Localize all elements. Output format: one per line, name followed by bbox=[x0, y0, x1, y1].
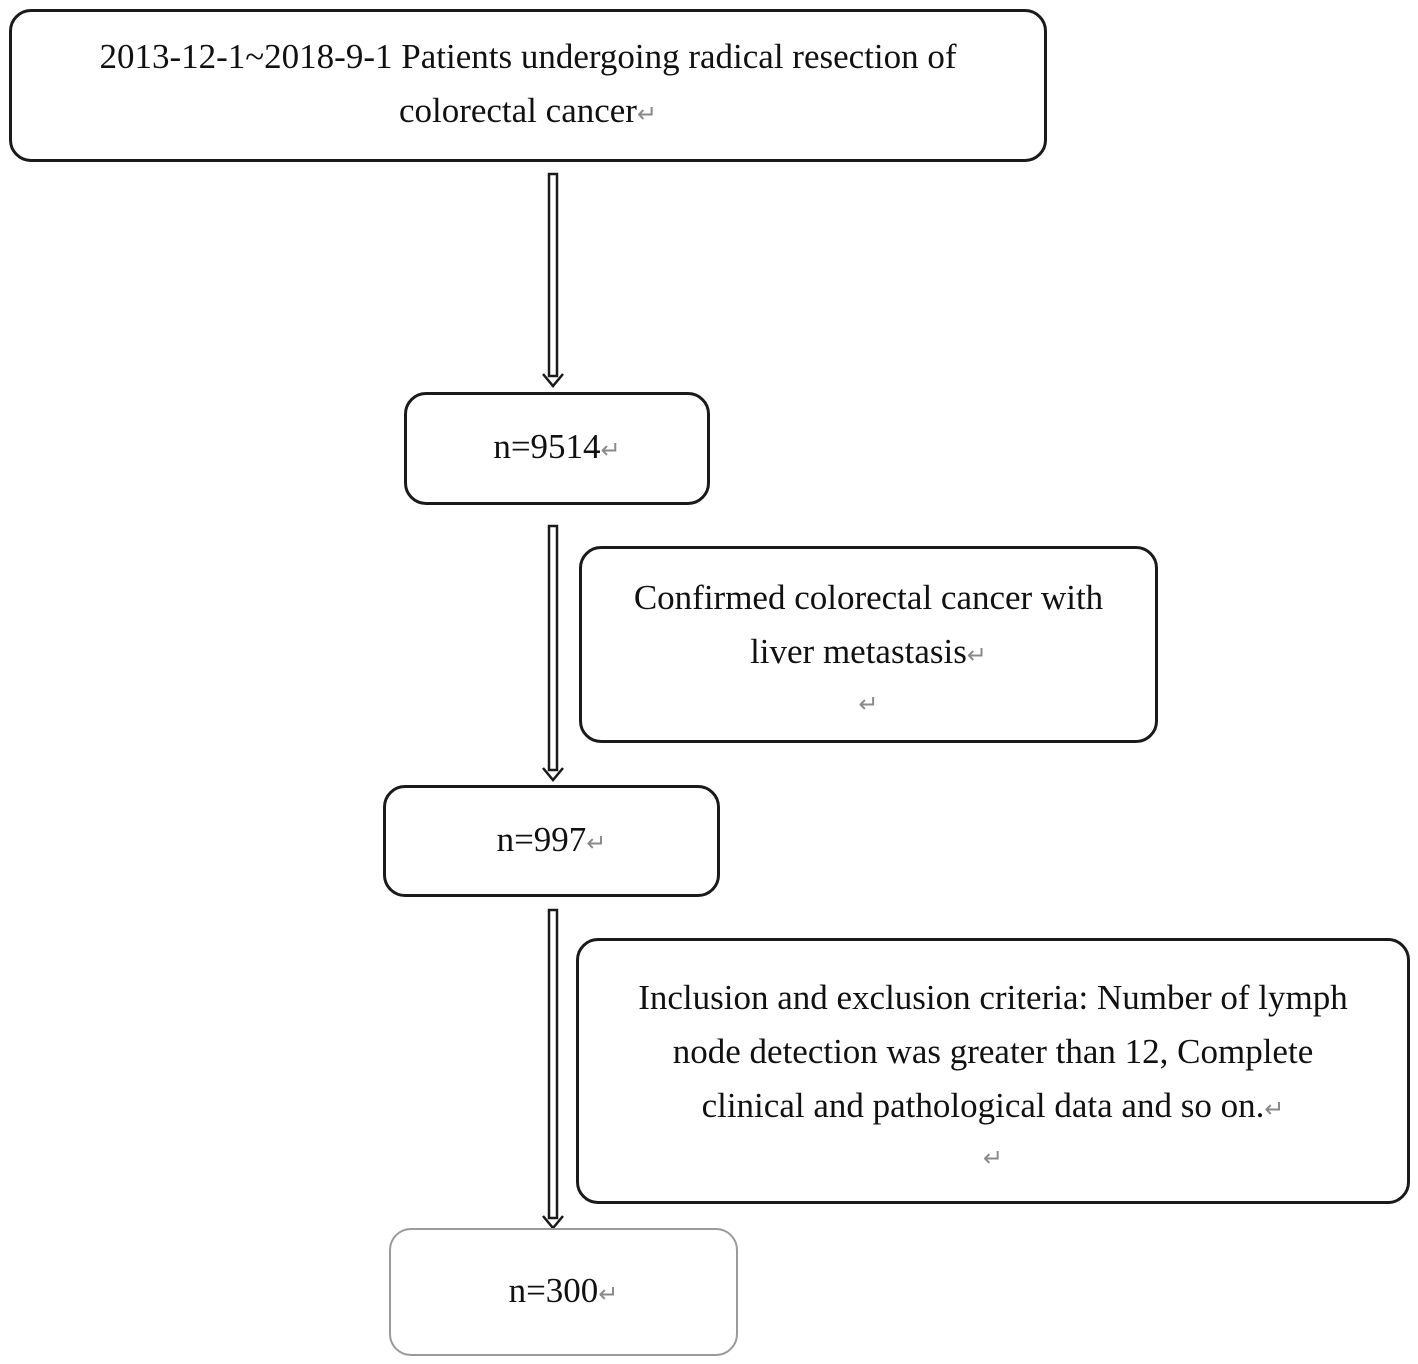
n997-count: n=997 bbox=[496, 819, 587, 859]
arrow-start-to-n9514 bbox=[542, 172, 564, 388]
paragraph-mark-icon: ↵ bbox=[598, 1279, 619, 1308]
paragraph-mark-icon: ↵ bbox=[586, 828, 607, 857]
filter2-line-3: clinical and pathological data and so on… bbox=[701, 1085, 1265, 1125]
n997-box: n=997↵ bbox=[383, 785, 720, 897]
filter1-line-2: liver metastasis bbox=[750, 632, 967, 671]
paragraph-mark-icon: ↵ bbox=[858, 690, 879, 718]
paragraph-mark-icon: ↵ bbox=[636, 100, 658, 128]
arrow-n997-to-n300 bbox=[542, 908, 564, 1230]
n9514-count: n=9514 bbox=[493, 427, 601, 466]
start-line-2: colorectal cancer bbox=[398, 91, 637, 130]
paragraph-mark-icon: ↵ bbox=[600, 436, 621, 464]
paragraph-mark-icon: ↵ bbox=[1264, 1094, 1285, 1123]
start-box: 2013-12-1~2018-9-1 Patients undergoing r… bbox=[9, 9, 1047, 162]
n9514-box: n=9514↵ bbox=[404, 392, 710, 505]
n300-box: n=300↵ bbox=[389, 1228, 738, 1356]
filter1-line-1: Confirmed colorectal cancer with bbox=[633, 578, 1104, 617]
n300-count: n=300 bbox=[508, 1270, 599, 1310]
filter2-line-2: node detection was greater than 12, Comp… bbox=[672, 1031, 1314, 1071]
filter2-line-1: Inclusion and exclusion criteria: Number… bbox=[638, 977, 1348, 1017]
criteria-filter-box: Inclusion and exclusion criteria: Number… bbox=[576, 938, 1410, 1204]
arrow-n9514-to-n997 bbox=[542, 524, 564, 782]
paragraph-mark-icon: ↵ bbox=[982, 1143, 1004, 1172]
start-line-1: 2013-12-1~2018-9-1 Patients undergoing r… bbox=[99, 37, 957, 76]
paragraph-mark-icon: ↵ bbox=[966, 641, 987, 669]
liver-metastasis-filter-box: Confirmed colorectal cancer with liver m… bbox=[579, 546, 1158, 743]
